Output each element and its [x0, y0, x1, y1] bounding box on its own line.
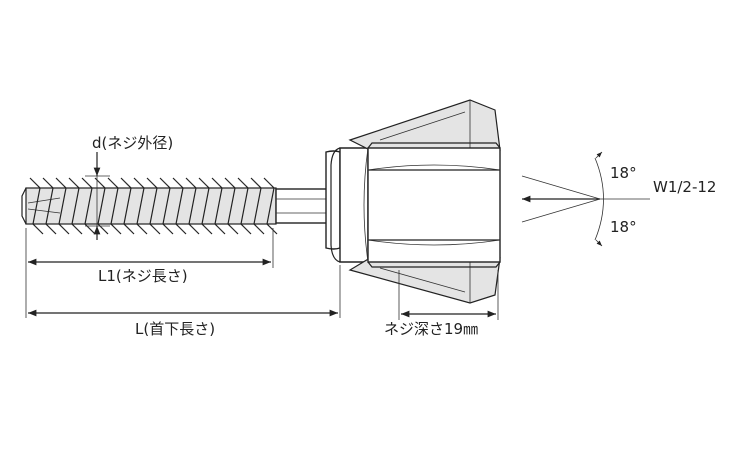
thread-crest — [161, 179, 172, 233]
thread-crest — [44, 179, 55, 233]
thread-crest — [31, 179, 42, 233]
thread-crest — [70, 179, 81, 233]
thread-crest — [252, 179, 263, 233]
angle-lower-label: 18° — [610, 218, 637, 236]
dimension-under-head-length: L(首下長さ) — [25, 265, 341, 338]
dimension-thread-length: L1(ネジ長さ) — [25, 228, 274, 285]
expansion-cone — [348, 99, 501, 304]
thread-crest — [148, 179, 159, 233]
thread-dia-label: d(ネジ外径) — [92, 134, 173, 152]
thread-crest — [109, 179, 120, 233]
thread-spec-label: W1/2-12 — [653, 178, 716, 196]
thread-depth-label: ネジ深さ19㎜ — [384, 320, 478, 338]
thread-crest — [226, 179, 237, 233]
thread-crest — [122, 179, 133, 233]
thread-crest — [200, 179, 211, 233]
thread-crest — [57, 179, 68, 233]
thread-length-label: L1(ネジ長さ) — [98, 267, 188, 285]
angle-indicator: 18° 18° W1/2-12 — [521, 151, 716, 247]
thread-crest — [265, 179, 276, 233]
under-head-length-label: L(首下長さ) — [135, 320, 215, 338]
thread-crest — [213, 179, 224, 233]
thread-crest — [174, 179, 185, 233]
hex-nut — [363, 142, 501, 268]
thread-crest — [83, 179, 94, 233]
thread-crest — [187, 179, 198, 233]
washer — [325, 147, 369, 263]
screw-shank — [275, 188, 333, 224]
thread-crest — [239, 179, 250, 233]
angle-upper-label: 18° — [610, 164, 637, 182]
dimension-thread-depth: ネジ深さ19㎜ — [384, 270, 499, 338]
thread-crest — [135, 179, 146, 233]
thread-crest — [96, 179, 107, 233]
dimension-thread-dia: d(ネジ外径) — [85, 134, 173, 240]
screw-threads — [21, 177, 278, 235]
